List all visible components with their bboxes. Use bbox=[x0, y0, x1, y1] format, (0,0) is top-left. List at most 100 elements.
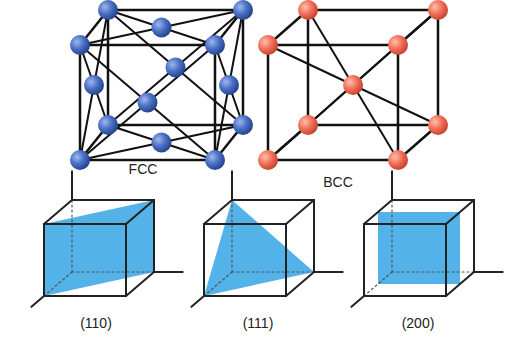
face-diagonal bbox=[108, 10, 215, 45]
cube-edge bbox=[80, 159, 215, 162]
cube-edge bbox=[308, 124, 438, 127]
lattice-plane bbox=[44, 200, 154, 296]
fcc-atom bbox=[84, 75, 104, 95]
cube-edge bbox=[125, 224, 127, 296]
fcc-atom bbox=[70, 150, 90, 170]
fcc-atom bbox=[152, 18, 172, 38]
cube-edge bbox=[44, 295, 126, 297]
face-diagonal bbox=[215, 10, 243, 160]
face-diagonal bbox=[80, 45, 215, 160]
lattice-label: FCC bbox=[129, 162, 158, 177]
lattice-plane bbox=[204, 200, 314, 296]
cube-edge bbox=[268, 159, 398, 162]
bcc-atom bbox=[428, 115, 448, 135]
fcc-atom bbox=[219, 75, 239, 95]
cube-edge bbox=[79, 45, 82, 160]
cube-edge bbox=[307, 10, 310, 125]
axis-line bbox=[231, 171, 233, 200]
cube-edge bbox=[437, 10, 440, 125]
hidden-edge bbox=[72, 271, 154, 272]
axis-line bbox=[71, 171, 73, 200]
plane-index: (111) bbox=[243, 316, 274, 331]
cube-edge bbox=[126, 200, 154, 224]
fcc-atom bbox=[138, 93, 158, 113]
cube-edge bbox=[392, 199, 474, 201]
bcc-atom bbox=[258, 35, 278, 55]
cube-edge bbox=[126, 272, 154, 296]
fcc-atom bbox=[166, 58, 186, 78]
cube-edge bbox=[446, 200, 474, 224]
bcc-atom bbox=[298, 0, 318, 20]
hidden-edge bbox=[364, 272, 392, 296]
cube-edge bbox=[72, 199, 154, 201]
bcc-atom bbox=[298, 115, 318, 135]
fcc-atom bbox=[98, 0, 118, 20]
fcc-atom bbox=[233, 0, 253, 20]
axis-line bbox=[474, 271, 503, 273]
cube-edge bbox=[286, 200, 314, 224]
hidden-edge bbox=[391, 200, 392, 272]
hidden-edge bbox=[231, 200, 232, 272]
bcc-atom bbox=[388, 150, 408, 170]
cube-edge bbox=[364, 200, 392, 224]
plane-index: (110) bbox=[80, 316, 112, 331]
cube-edge bbox=[364, 295, 446, 297]
cube-edge bbox=[43, 224, 45, 296]
face-diagonal bbox=[108, 10, 243, 125]
cube-edge bbox=[364, 223, 446, 225]
fcc-atom bbox=[233, 115, 253, 135]
axis-line bbox=[31, 296, 44, 307]
cube-edge bbox=[44, 223, 126, 225]
body-diagonal bbox=[268, 45, 438, 125]
hidden-edge bbox=[44, 272, 72, 296]
hidden-edge bbox=[204, 272, 232, 296]
plane-index: (200) bbox=[402, 316, 435, 331]
cube-edge bbox=[204, 223, 286, 225]
axis-line bbox=[391, 171, 393, 200]
face-diagonal bbox=[80, 45, 108, 125]
cube-edge bbox=[308, 9, 438, 12]
face-diagonal bbox=[108, 10, 243, 125]
axis-line bbox=[351, 296, 364, 307]
lattice-label: BCC bbox=[323, 175, 353, 190]
cube-edge bbox=[204, 200, 232, 224]
axis-line bbox=[314, 271, 343, 273]
bcc-atom bbox=[258, 150, 278, 170]
bcc-atom bbox=[388, 35, 408, 55]
bcc-atom bbox=[343, 75, 363, 95]
cube-edge bbox=[267, 45, 270, 160]
fcc-atom bbox=[205, 35, 225, 55]
face-diagonal bbox=[215, 45, 243, 125]
body-diagonal bbox=[268, 10, 438, 160]
cube-edge bbox=[242, 10, 245, 125]
cube-edge bbox=[313, 200, 315, 272]
hidden-edge bbox=[71, 200, 72, 272]
hidden-edge bbox=[392, 271, 474, 272]
cube-edge bbox=[203, 224, 205, 296]
face-diagonal bbox=[80, 45, 215, 160]
cube-edge bbox=[232, 199, 314, 201]
cube-edge bbox=[473, 200, 475, 272]
axis-line bbox=[191, 296, 204, 307]
cube-edge bbox=[204, 295, 286, 297]
face-diagonal bbox=[108, 125, 215, 160]
face-diagonal bbox=[80, 10, 108, 160]
fcc-atom bbox=[205, 150, 225, 170]
body-diagonal bbox=[308, 10, 398, 160]
bcc-atom bbox=[428, 0, 448, 20]
hidden-edge bbox=[232, 271, 314, 272]
fcc-atom bbox=[98, 115, 118, 135]
cube-edge bbox=[268, 44, 398, 47]
cube-edge bbox=[108, 9, 243, 12]
cube-edge bbox=[285, 224, 287, 296]
cube-edge bbox=[153, 200, 155, 272]
cube-edge bbox=[363, 224, 365, 296]
cube-edge bbox=[446, 272, 474, 296]
axis-line bbox=[154, 271, 183, 273]
cube-edge bbox=[445, 224, 447, 296]
cube-edge bbox=[397, 45, 400, 160]
fcc-atom bbox=[152, 133, 172, 153]
cube-edge bbox=[286, 272, 314, 296]
